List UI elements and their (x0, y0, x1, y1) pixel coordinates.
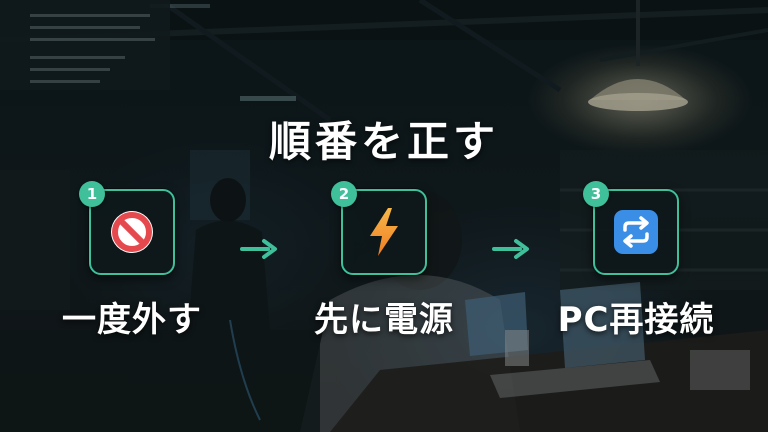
arrow-right-icon (492, 239, 529, 259)
repeat-arrows-icon (614, 210, 658, 254)
arrow-right-icon (240, 239, 277, 259)
step-2-label: 先に電源 (314, 300, 454, 340)
lightning-bolt-icon (370, 208, 398, 256)
page-title: 順番を正す (268, 117, 499, 166)
step-2-icon-box (341, 189, 427, 275)
step-2-number-badge: 2 (331, 181, 357, 207)
step-3-icon-box (593, 189, 679, 275)
step-1-icon-box (89, 189, 175, 275)
step-1-number-badge: 1 (79, 181, 105, 207)
step-3-label: PC再接続 (557, 300, 715, 340)
prohibited-icon (111, 211, 153, 253)
step-3-number-badge: 3 (583, 181, 609, 207)
step-1-label: 一度外す (62, 300, 202, 340)
